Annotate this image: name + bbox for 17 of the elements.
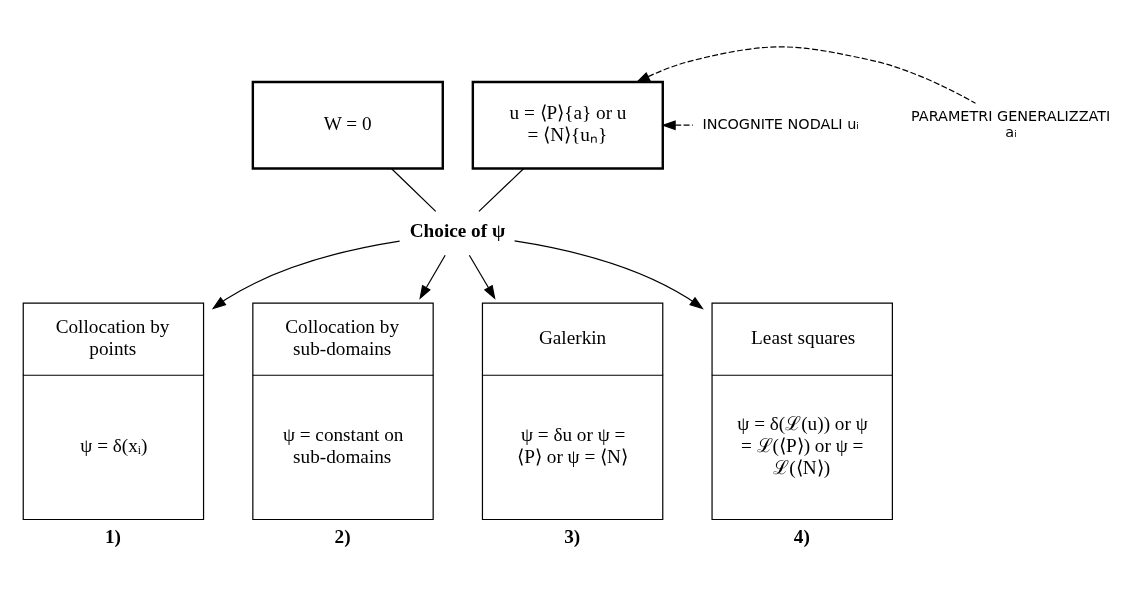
arrow — [661, 119, 694, 130]
node-label: 1) — [104, 525, 121, 547]
arrow — [211, 240, 401, 309]
connector — [390, 167, 437, 212]
arrow — [635, 45, 977, 104]
node-label: 4) — [793, 525, 810, 547]
node-box: W = 0 — [251, 80, 444, 170]
node-text: PARAMETRI GENERALIZZATI aᵢ — [911, 107, 1111, 140]
node-label: 3) — [564, 525, 581, 547]
node-text: Choice of ψ — [409, 219, 506, 241]
arrow — [468, 254, 496, 300]
node-text: INCOGNITE NODALI uᵢ — [702, 115, 859, 132]
arrow — [514, 239, 704, 309]
connector — [478, 167, 525, 212]
node-label: 2) — [334, 525, 351, 547]
node-box: u = ⟨P⟩{a} or u = ⟨N⟩{uₙ} — [471, 80, 664, 170]
arrow — [419, 254, 446, 300]
